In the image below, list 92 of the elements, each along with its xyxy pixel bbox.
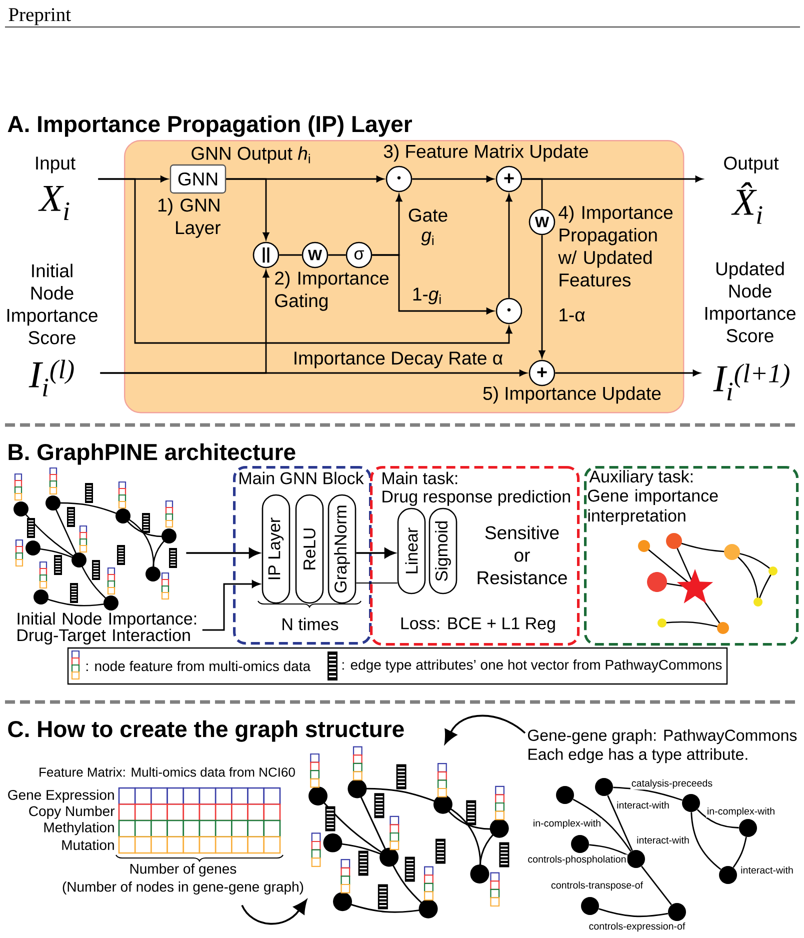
layer-pill: IP Layer: [262, 494, 290, 604]
arrow: [506, 194, 512, 298]
graph-node: [627, 850, 645, 868]
edge-label: 1-α: [560, 308, 585, 322]
arrow: [372, 254, 494, 314]
panel-heading: Auxiliary task:: [589, 470, 692, 486]
matrix-heading: Feature Matrix: Multi-omics data from NCI60: [40, 767, 295, 777]
graph-node: [719, 866, 737, 884]
step-label: 4) Importance Propagation w/ Updated Features: [558, 205, 673, 287]
math-symbol: X$_{i}$: [38, 186, 70, 220]
graph-node: [556, 786, 574, 804]
row-label: Mutation: [62, 840, 114, 850]
connector-line: [279, 254, 302, 256]
arrow: [356, 548, 396, 558]
edge-label: Gate g$_{i}$: [408, 208, 448, 246]
arrow: [98, 178, 512, 344]
connector-line: [641, 866, 672, 906]
legend-text: : edge type attributes’ one hot vector from PathwayCommons: [342, 659, 722, 673]
layer-pill: ReLU: [295, 494, 324, 604]
row-label: Copy Number: [29, 806, 115, 819]
layer-panel: [124, 140, 684, 414]
edge-label: in-complex-with: [706, 806, 776, 818]
panel-heading: Main GNN Block: [240, 472, 364, 484]
repeat-label: N times: [282, 618, 338, 630]
arrow: [412, 176, 494, 182]
section-title: C. How to create the graph structure: [8, 720, 404, 742]
connector-line: [732, 836, 747, 868]
io-label: Output: [724, 156, 779, 174]
connector-line: [356, 582, 398, 584]
io-label: Initial Node Importance Score: [7, 264, 98, 344]
edge-label: controls-transpose-of: [550, 880, 644, 892]
arrow: [226, 178, 270, 240]
arrow: [202, 580, 260, 631]
graph-node: [668, 903, 686, 921]
connector-line: [690, 812, 722, 870]
arrow: [186, 548, 260, 558]
step-label: 1) GNN Layer: [158, 198, 220, 238]
output-label: Sensitive or Resistance: [478, 526, 567, 584]
step-label: 2) Importance Gating: [275, 271, 389, 311]
connector-line: [607, 795, 633, 851]
layer-box: GNN: [170, 164, 226, 194]
graph-node: [595, 778, 613, 796]
connector-line: [328, 254, 346, 256]
legend-text: : node feature from multi-omics data: [86, 660, 311, 672]
arrow: [555, 370, 700, 376]
arrow: [241, 900, 307, 925]
connector-line: [572, 798, 632, 852]
math-symbol: I$_{i}$(l+1): [713, 364, 790, 400]
edge-label: controls-phospholation: [526, 854, 628, 866]
step-label: 3) Feature Matrix Update: [384, 144, 588, 162]
row-label: Gene Expression: [8, 790, 114, 803]
edge-label: in-complex-with: [532, 818, 602, 830]
loss-label: Loss: BCE + L1 Reg: [401, 617, 555, 633]
section-title: A. Importance Propagation (IP) Layer: [8, 115, 412, 137]
edge-label: 1-g$_{i}$: [413, 288, 441, 304]
math-symbol: X̂$_{i}$: [731, 182, 762, 224]
edge-label: Importance Decay Rate α: [294, 352, 503, 368]
axis-caption: (Number of nodes in gene-gene graph): [62, 881, 304, 895]
math-symbol: I$_{i}$(l): [28, 360, 74, 396]
panel-heading: Main task:: [382, 472, 458, 484]
edge-label: interact-with: [740, 865, 794, 875]
connector-line: [522, 178, 543, 209]
axis-caption: Number of genes: [130, 863, 236, 877]
graph-node: [739, 819, 757, 837]
relation-label: interact-with: [637, 836, 689, 844]
panel-heading: Drug response prediction: [382, 490, 570, 506]
layer-pill: GraphNorm: [328, 494, 356, 604]
layer-pill: Sigmoid: [428, 508, 458, 594]
section-title: B. GraphPINE architecture: [8, 443, 296, 465]
arrow: [538, 235, 546, 358]
graph-node: [581, 897, 599, 915]
edge-label: GNN Output h$_{i}$: [192, 146, 310, 164]
row-label: Methylation: [44, 822, 114, 836]
arrow: [444, 714, 526, 744]
annotation-text: Initial Node Importance: Drug-Target Interaction: [18, 612, 196, 645]
edge-label: catalysis-preceeds: [630, 778, 714, 790]
edge-label: interact-with: [616, 800, 670, 810]
graph-node: [571, 835, 589, 853]
header-text: Preprint: [8, 8, 71, 26]
connector-line: [589, 844, 628, 856]
graph-node: [682, 794, 700, 812]
io-label: Input: [36, 156, 76, 174]
arrow: [100, 370, 527, 376]
layer-pill: Linear: [397, 508, 426, 594]
connector-line: [613, 786, 682, 801]
step-label: 5) Importance Update: [483, 386, 661, 404]
annotation-text: Gene-gene graph: PathwayCommons Each edge has a type attribute.: [528, 729, 797, 764]
connector-line: [598, 908, 668, 918]
connector-line: [696, 809, 739, 828]
edge-label: controls-expression-of: [588, 921, 686, 933]
panel-heading: Gene importance interpretation: [588, 489, 718, 526]
io-label: Updated Node Importance Score: [705, 262, 796, 342]
